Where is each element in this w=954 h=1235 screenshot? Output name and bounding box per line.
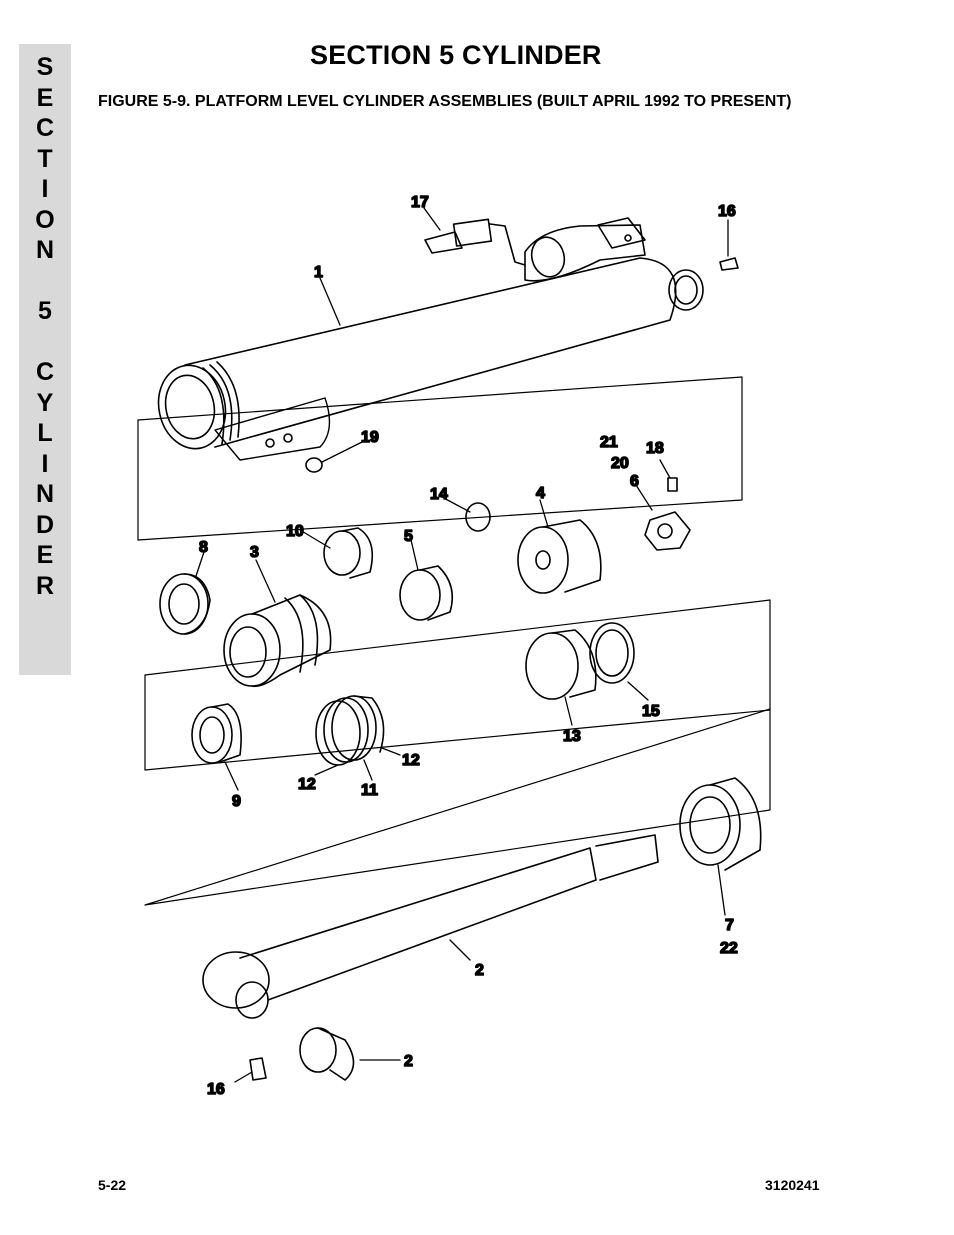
side-tab-letter: 5 (38, 297, 52, 325)
fitting-top (719, 257, 739, 271)
callout-14: 14 (430, 486, 448, 503)
spacer-5 (399, 565, 454, 621)
section-title: SECTION 5 CYLINDER (310, 40, 602, 70)
side-tab-letter: S (36, 53, 54, 81)
side-tab-letter: N (35, 236, 55, 264)
callout-15: 15 (642, 703, 660, 720)
side-tab-letter: C (35, 358, 55, 386)
guide-plane-top (137, 376, 743, 541)
leader-lines (195, 207, 729, 1083)
callout-12-right: 12 (402, 752, 420, 769)
callout-6: 6 (630, 473, 639, 490)
guide-plane-middle (144, 599, 771, 771)
callout-4: 4 (536, 485, 545, 502)
piston-rod-2 (202, 834, 659, 1019)
rod-gland-7 (679, 777, 762, 871)
callout-12-left: 12 (298, 776, 316, 793)
cylinder-barrel (157, 217, 704, 461)
callout-19: 19 (361, 429, 379, 446)
guide-plane-bottom (144, 708, 771, 906)
callout-8: 8 (199, 539, 208, 556)
callout-2-bushing: 2 (404, 1053, 413, 1070)
callout-16-top: 16 (718, 203, 736, 220)
callout-17: 17 (411, 194, 429, 211)
figure-caption: FIGURE 5-9. PLATFORM LEVEL CYLINDER ASSE… (98, 93, 792, 110)
callout-9: 9 (232, 793, 241, 810)
callout-3: 3 (250, 544, 259, 561)
callout-11: 11 (361, 782, 378, 799)
fitting-bottom (249, 1057, 267, 1081)
relief-valve-part (424, 218, 526, 266)
callout-13: 13 (563, 728, 581, 745)
o-ring-14 (465, 502, 491, 532)
page-number: 5-22 (98, 1177, 127, 1193)
bushing-10 (323, 527, 374, 579)
side-tab-letter: T (37, 144, 53, 173)
side-tab-letter: N (35, 480, 55, 508)
side-tab-letter: E (36, 83, 54, 112)
wiper-seal-8 (159, 573, 211, 635)
callout-20: 20 (611, 455, 629, 472)
side-tab-letter: I (41, 175, 49, 203)
callout-18: 18 (646, 440, 664, 457)
side-tab-letter: E (36, 541, 54, 569)
document-number: 3120241 (765, 1177, 820, 1193)
cylinder-head-3 (223, 594, 332, 688)
side-tab-letter: Y (36, 388, 54, 417)
rod-bushing-2 (299, 1027, 355, 1081)
side-tab-letter: D (35, 510, 55, 539)
seal-rings-11-12 (315, 695, 385, 766)
callout-16-bottom: 16 (207, 1081, 225, 1098)
callout-5: 5 (404, 528, 413, 545)
side-tab-letter: R (35, 571, 55, 600)
callout-22: 22 (720, 940, 738, 957)
callout-7: 7 (725, 917, 734, 934)
side-tab-letter: O (35, 205, 55, 234)
piston-4 (517, 519, 602, 594)
seal-9 (191, 703, 242, 764)
side-tab-letter: L (37, 419, 53, 447)
callout-21: 21 (600, 434, 618, 451)
lock-nut-bore (657, 523, 673, 539)
callout-1: 1 (314, 264, 323, 281)
callout-10: 10 (286, 523, 304, 540)
lock-nut-6 (644, 511, 691, 551)
setscrew-18 (667, 477, 678, 492)
side-tab-letter: I (41, 449, 49, 478)
screw-19 (305, 457, 323, 473)
seal-15 (589, 622, 635, 684)
side-tab-letter: C (35, 114, 55, 142)
callout-2-rod: 2 (475, 962, 484, 979)
wear-ring-13 (525, 629, 597, 700)
